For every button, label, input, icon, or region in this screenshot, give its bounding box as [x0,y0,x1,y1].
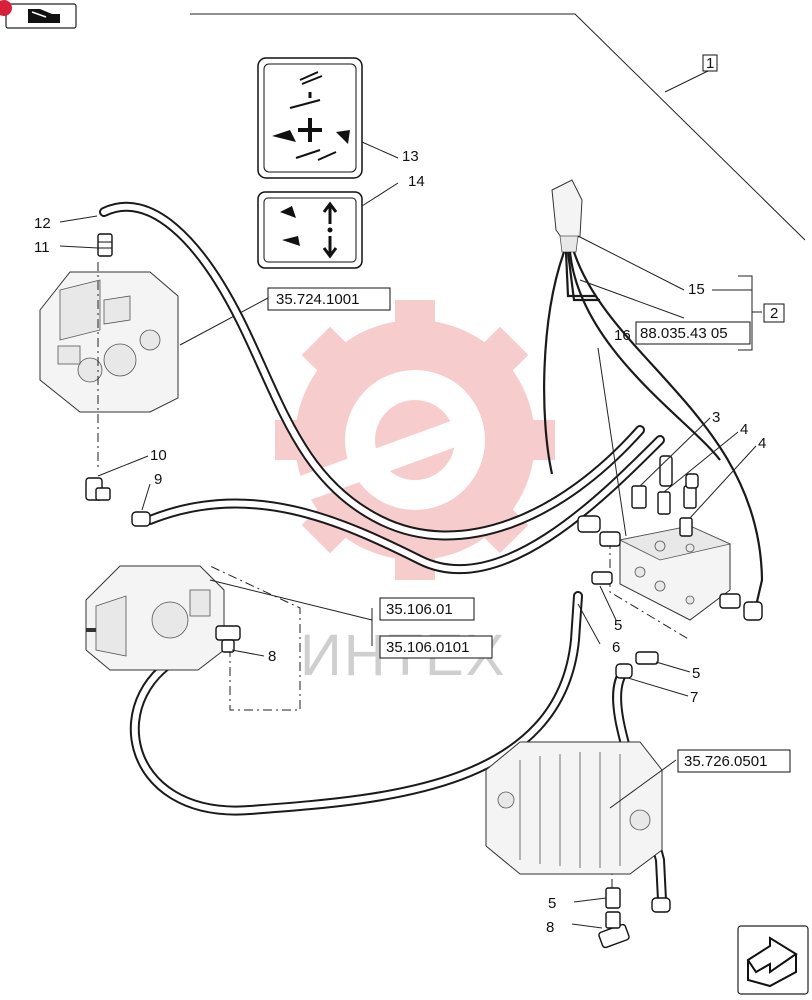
svg-text:35.726.0501: 35.726.0501 [684,753,767,770]
fitting-11 [97,233,113,257]
fitting-8-tee [598,911,630,949]
callout-1: 1 [702,54,718,72]
hydraulic-pump [85,565,225,671]
decal-13 [257,57,363,179]
svg-text:35.724.1001: 35.724.1001 [276,291,359,308]
svg-text:2: 2 [770,305,778,322]
fitting-5-middle [635,651,659,665]
callout-6: 6 [612,639,620,656]
leader-14 [361,182,399,207]
leader-5c [573,897,607,903]
ref-35-106-0101[interactable]: 35.106.0101 [379,635,493,659]
hose-upper-long [99,201,645,541]
fitting-10 [85,477,111,501]
fittings-3-4 [631,455,699,537]
watermark-logo [242,300,555,580]
ref-35-726-0501[interactable]: 35.726.0501 [677,749,791,773]
leader-r3 [209,579,373,621]
leader-16 [597,347,627,537]
fitting-9 [131,511,151,527]
ref-35-724-1001[interactable]: 35.724.1001 [267,287,391,311]
fitting-hose-end-lower [651,897,671,913]
callout-2: 2 [763,303,785,323]
svg-text:88.035.43 05: 88.035.43 05 [640,325,728,342]
joystick-wires [543,251,764,607]
callout-14: 14 [408,173,425,190]
callout-16: 16 [614,327,631,344]
callout-5c: 5 [548,895,556,912]
ref-35-106-01[interactable]: 35.106.01 [379,597,475,621]
hose-lower-loop [129,591,583,816]
control-valve-left [39,271,179,413]
callout-10: 10 [150,447,167,464]
leader-12 [59,215,98,223]
fitting-7 [615,663,633,679]
callout-8b: 8 [546,919,554,936]
leader-13 [361,141,399,159]
control-valve-right [485,741,663,875]
callout-13: 13 [402,148,419,165]
svg-text:35.106.01: 35.106.01 [386,601,453,618]
leader-4b [689,445,757,519]
leader-8a [231,649,265,657]
callout-9: 9 [154,471,162,488]
callout-11: 11 [34,239,50,256]
callout-7: 7 [690,689,698,706]
leader-8b [571,923,603,929]
leader-9 [141,483,151,511]
leader-15a [577,235,685,291]
callout-4b: 4 [758,435,766,452]
leader-7 [627,677,689,697]
manifold-block [577,515,763,621]
bracket-2 [712,275,753,351]
leader-r1 [179,297,269,346]
callout-8a: 8 [268,648,276,665]
svg-text:35.106.0101: 35.106.0101 [386,639,469,656]
fitting-5-lower [605,887,621,909]
callout-4a: 4 [740,421,748,438]
decal-14 [257,191,363,269]
leader-15b [579,279,685,319]
callout-15: 15 [688,281,705,298]
joystick-handle [551,179,583,253]
leader-5b [655,661,691,673]
centerline-manifold [609,540,691,641]
callout-12: 12 [34,215,51,232]
hose-middle [145,435,665,575]
fitting-5-upper [591,571,613,585]
leader-10 [97,455,149,477]
ref-88-035-43-05[interactable]: 88.035.43 05 [635,321,751,345]
svg-text:1: 1 [706,55,714,72]
leader-5a [599,585,617,621]
fitting-8-pump [215,625,241,653]
leader-3 [639,417,711,487]
callout-3: 3 [712,409,720,426]
callout-5b: 5 [692,665,700,682]
callout-5a: 5 [614,617,622,634]
assembly-boundary-line [190,13,806,241]
leader-4a [663,431,739,493]
book-icon[interactable] [0,0,77,29]
centerline-pump [209,565,301,711]
arrow-nav-icon[interactable] [737,925,809,995]
leader-r5 [609,759,677,809]
leader-11 [59,245,99,249]
leader-1 [664,69,711,93]
leader-6 [577,603,601,645]
